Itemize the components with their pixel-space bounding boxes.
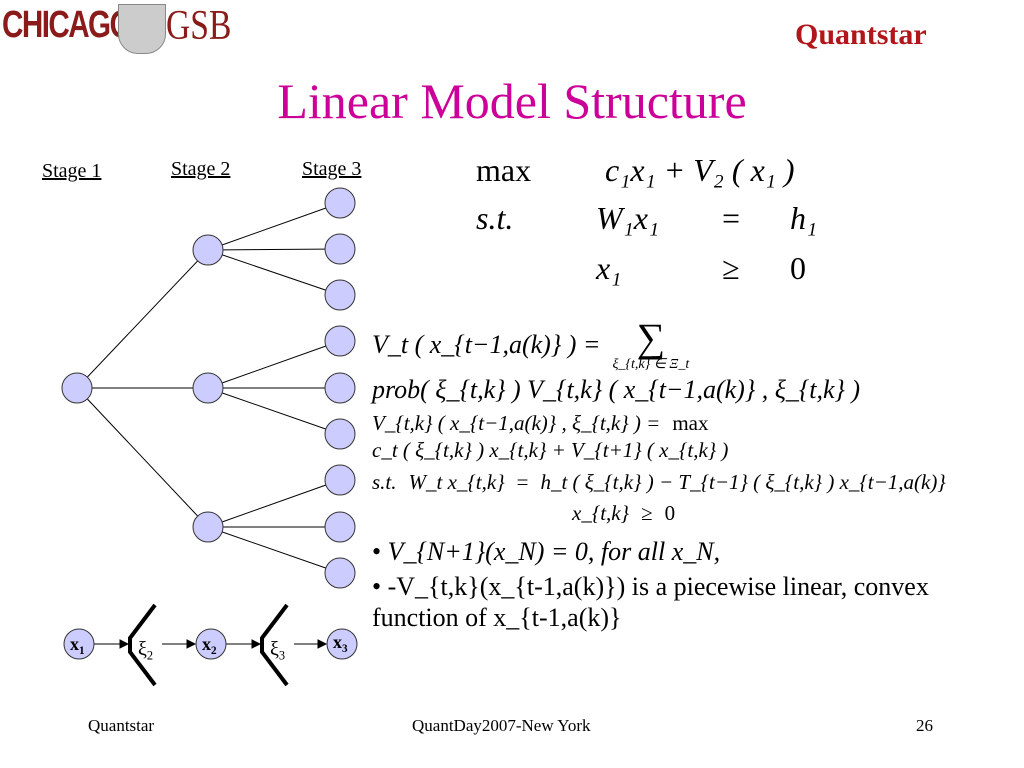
eq1-objective: c₁x₁ + V₂ ( x₁ ) bbox=[605, 152, 795, 188]
recursion-equations: V_t ( x_{t−1,a(k)} ) = ∑ ξ_{t,k} ∈ Ξ_t p… bbox=[372, 318, 1017, 634]
tree-node bbox=[324, 279, 356, 311]
eq3-constraint-rhs: h_t ( ξ_{t,k} ) − T_{t−1} ( ξ_{t,k} ) x_… bbox=[540, 469, 946, 494]
scenario-tree bbox=[61, 187, 356, 589]
chain-xi3: ξ3 bbox=[270, 638, 286, 663]
footer-left: Quantstar bbox=[88, 716, 155, 735]
eq3-ge: ≥ bbox=[641, 500, 653, 525]
quantstar-logo: Quantstar bbox=[795, 18, 927, 51]
chicago-logo: CHICAGO bbox=[2, 4, 133, 46]
footer-center: QuantDay2007-New York bbox=[412, 716, 591, 735]
eq1-ge: ≥ bbox=[722, 250, 740, 286]
tree-node bbox=[324, 372, 356, 404]
eq3-equals: = bbox=[516, 469, 529, 494]
eq1-constraint-rhs: h₁ bbox=[790, 200, 818, 236]
gsb-logo: GSB bbox=[166, 3, 232, 49]
chain-xi2: ξ2 bbox=[138, 638, 154, 663]
eq1-st: s.t. bbox=[476, 200, 514, 236]
bullet-1: • V_{N+1}(x_N) = 0, for all x_N, bbox=[372, 536, 721, 566]
tree-edge bbox=[76, 387, 209, 528]
page-number: 26 bbox=[916, 716, 933, 735]
tree-node bbox=[324, 557, 356, 589]
slide-title: Linear Model Structure bbox=[277, 73, 747, 129]
eq2-sum-block: ∑ ξ_{t,k} ∈ Ξ_t bbox=[612, 318, 689, 372]
eq3-bound-lhs: x_{t,k} bbox=[572, 500, 630, 525]
tree-node bbox=[324, 233, 356, 265]
eq1-bound-lhs: x₁ bbox=[596, 250, 622, 286]
tree-node bbox=[324, 418, 356, 450]
tree-edge bbox=[207, 340, 341, 389]
eq3-objective-row: V_{t,k} ( x_{t−1,a(k)} , ξ_{t,k} ) = max… bbox=[372, 411, 1017, 463]
eq3-bound-rhs: 0 bbox=[664, 500, 676, 525]
bullet-list: • V_{N+1}(x_N) = 0, for all x_N, • -V_{t… bbox=[372, 536, 1017, 634]
stage-2-label: Stage 2 bbox=[171, 158, 231, 180]
eq3-objective: c_t ( ξ_{t,k} ) x_{t,k} + V_{t+1} ( x_{t… bbox=[372, 438, 729, 463]
eq1-bound-rhs: 0 bbox=[790, 250, 806, 286]
eq2-sum: ∑ bbox=[636, 315, 666, 360]
tree-node bbox=[61, 372, 93, 404]
eq3-constraint-row: s.t. W_t x_{t,k} = h_t ( ξ_{t,k} ) − T_{… bbox=[372, 470, 1017, 495]
tree-edge bbox=[207, 202, 341, 251]
tree-edge bbox=[207, 479, 341, 528]
eq2-rhs: prob( ξ_{t,k} ) V_{t,k} ( x_{t−1,a(k)} ,… bbox=[372, 375, 861, 404]
stage-chain-diagram bbox=[63, 603, 358, 687]
tree-node bbox=[324, 187, 356, 219]
tree-node bbox=[324, 464, 356, 496]
tree-node bbox=[324, 511, 356, 543]
tree-edge bbox=[207, 526, 341, 574]
eq3-max: max bbox=[672, 411, 709, 436]
stage-3-label: Stage 3 bbox=[302, 158, 362, 180]
tree-node bbox=[192, 372, 224, 404]
tree-edge bbox=[76, 249, 209, 389]
tree-edge bbox=[207, 248, 341, 251]
chain-node-x3: x3 bbox=[333, 632, 348, 655]
bullet-2: • -V_{t,k}(x_{t-1,a(k)}) is a piecewise … bbox=[372, 572, 929, 633]
eq2-sum-index: ξ_{t,k} ∈ Ξ_t bbox=[612, 357, 690, 372]
tree-node bbox=[192, 511, 224, 543]
stage-1-label: Stage 1 bbox=[42, 160, 102, 182]
eq2-lhs: V_t ( x_{t−1,a(k)} ) = bbox=[372, 330, 601, 360]
eq3-lhs: V_{t,k} ( x_{t−1,a(k)} , ξ_{t,k} ) = bbox=[372, 411, 661, 436]
tree-edge bbox=[207, 249, 341, 296]
tree-edge bbox=[207, 387, 341, 435]
eq3-st: s.t. bbox=[372, 469, 397, 494]
eq1-equals: = bbox=[722, 200, 741, 236]
chain-node-x2: x2 bbox=[202, 634, 217, 657]
eq3-constraint-lhs: W_t x_{t,k} bbox=[408, 469, 505, 494]
eq1-max: max bbox=[476, 152, 532, 188]
eq2: V_t ( x_{t−1,a(k)} ) = ∑ ξ_{t,k} ∈ Ξ_t p… bbox=[372, 318, 1017, 405]
eq3-bound-row: x_{t,k} ≥ 0 bbox=[372, 501, 1017, 526]
tree-node bbox=[192, 234, 224, 266]
university-seal-icon bbox=[118, 4, 166, 54]
eq1-constraint-lhs: W₁x₁ bbox=[596, 200, 660, 236]
chain-node-x1: x1 bbox=[70, 634, 85, 657]
tree-node bbox=[324, 325, 356, 357]
